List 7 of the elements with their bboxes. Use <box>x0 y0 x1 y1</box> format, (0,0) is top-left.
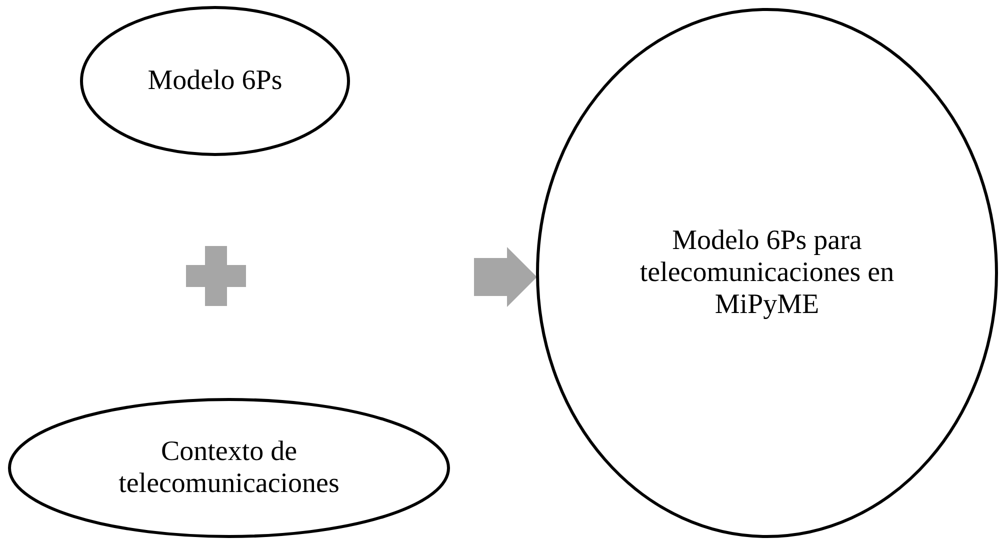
ellipse-node <box>536 8 998 538</box>
ellipse-node <box>8 398 450 538</box>
block-arrow <box>474 247 537 307</box>
ellipse-node <box>80 6 350 156</box>
node-text: Contexto de telecomunicaciones <box>118 436 340 500</box>
node-text: Modelo 6Ps para telecomunicaciones en MiPyME <box>638 224 896 322</box>
node-text: Modelo 6Ps <box>148 64 282 98</box>
